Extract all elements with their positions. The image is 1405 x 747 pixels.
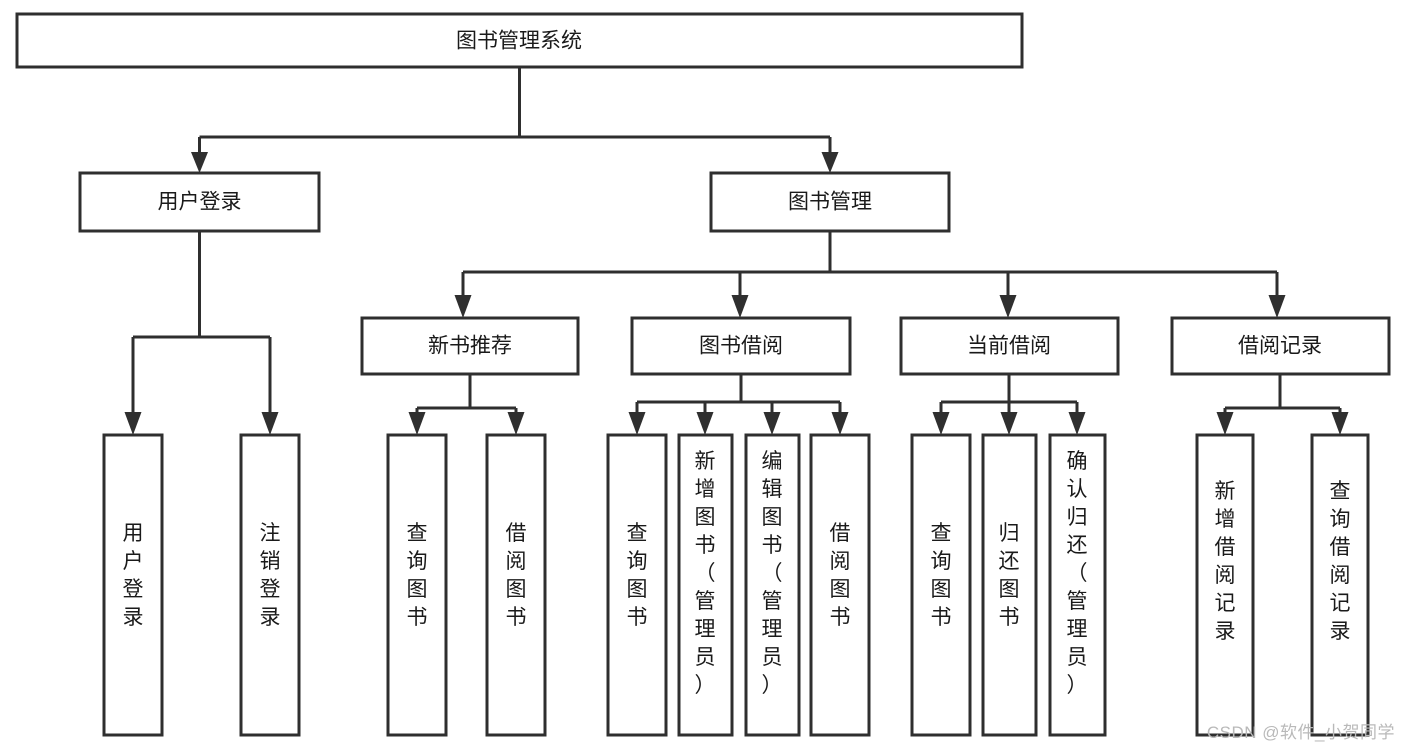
node-book-manage-box[interactable]: [709, 171, 951, 233]
node-user-login[interactable]: 用户登录: [78, 171, 321, 233]
arrowhead-leaf-add-book: [696, 412, 714, 435]
node-leaf-add-record[interactable]: 新增借阅记录: [1195, 433, 1255, 737]
node-leaf-borrow-book-1-label: 借阅图书: [506, 522, 527, 629]
arrowhead-leaf-user-logout: [261, 412, 279, 435]
node-leaf-confirm-return[interactable]: 确认归还（管理员）: [1048, 433, 1107, 737]
node-leaf-borrow-book-1-box[interactable]: [485, 433, 547, 737]
node-current-borrow-label: 当前借阅: [967, 335, 1051, 358]
arrowhead-leaf-query-book-3: [932, 412, 950, 435]
arrowhead-borrow-record: [1268, 295, 1286, 318]
node-root[interactable]: 图书管理系统: [15, 12, 1024, 69]
node-borrow-record-box[interactable]: [1170, 316, 1391, 376]
node-leaf-user-logout-box[interactable]: [239, 433, 301, 737]
node-current-borrow[interactable]: 当前借阅: [899, 316, 1120, 376]
node-leaf-add-record-label: 新增借阅记录: [1215, 480, 1236, 643]
arrowhead-leaf-borrow-book-2: [831, 412, 849, 435]
node-leaf-query-book-1-box[interactable]: [386, 433, 448, 737]
node-leaf-return-book-label: 归还图书: [999, 522, 1020, 629]
node-leaf-borrow-book-2[interactable]: 借阅图书: [809, 433, 871, 737]
arrowhead-leaf-edit-book: [763, 412, 781, 435]
node-leaf-query-book-3[interactable]: 查询图书: [910, 433, 972, 737]
arrowhead-user-login: [191, 152, 208, 173]
node-leaf-query-record-label: 查询借阅记录: [1330, 480, 1351, 643]
node-book-manage[interactable]: 图书管理: [709, 171, 951, 233]
arrowhead-book-borrow: [731, 295, 749, 318]
node-leaf-query-book-3-box[interactable]: [910, 433, 972, 737]
arrowhead-leaf-return-book: [1000, 412, 1018, 435]
node-book-borrow-label: 图书借阅: [699, 335, 783, 358]
node-leaf-query-book-2[interactable]: 查询图书: [606, 433, 668, 737]
node-leaf-query-book-1-label: 查询图书: [407, 522, 428, 629]
node-leaf-user-logout-label: 注销登录: [260, 522, 281, 629]
arrowhead-leaf-add-record: [1216, 412, 1234, 435]
arrowhead-book-manage: [821, 152, 839, 173]
node-borrow-record[interactable]: 借阅记录: [1170, 316, 1391, 376]
node-leaf-edit-book-label: 编辑图书（管理员）: [762, 450, 783, 697]
arrowhead-leaf-user-login: [124, 412, 142, 435]
node-leaf-return-book[interactable]: 归还图书: [981, 433, 1038, 737]
arrowhead-current-borrow: [999, 295, 1017, 318]
node-borrow-record-label: 借阅记录: [1238, 335, 1322, 358]
arrowhead-new-book-rec: [454, 295, 472, 318]
node-leaf-user-login[interactable]: 用户登录: [102, 433, 164, 737]
node-leaf-return-book-box[interactable]: [981, 433, 1038, 737]
node-leaf-borrow-book-1[interactable]: 借阅图书: [485, 433, 547, 737]
node-leaf-query-record-box[interactable]: [1310, 433, 1370, 737]
node-leaf-borrow-book-2-box[interactable]: [809, 433, 871, 737]
node-leaf-query-book-3-label: 查询图书: [931, 522, 952, 629]
node-leaf-edit-book-box[interactable]: [744, 433, 801, 737]
node-leaf-add-record-box[interactable]: [1195, 433, 1255, 737]
node-leaf-user-login-label: 用户登录: [123, 522, 144, 629]
node-book-borrow-box[interactable]: [630, 316, 852, 376]
arrowhead-leaf-query-book-1: [408, 412, 426, 435]
connector-layer: [124, 67, 1349, 435]
node-user-login-label: 用户登录: [158, 191, 242, 214]
node-leaf-query-book-2-label: 查询图书: [627, 522, 648, 629]
node-leaf-user-logout[interactable]: 注销登录: [239, 433, 301, 737]
arrowhead-leaf-confirm-return: [1068, 412, 1086, 435]
node-leaf-add-book-label: 新增图书（管理员）: [695, 450, 716, 697]
arrowhead-leaf-query-record: [1331, 412, 1349, 435]
node-user-login-box[interactable]: [78, 171, 321, 233]
node-leaf-query-record[interactable]: 查询借阅记录: [1310, 433, 1370, 737]
node-leaf-query-book-2-box[interactable]: [606, 433, 668, 737]
node-leaf-confirm-return-label: 确认归还（管理员）: [1067, 450, 1088, 697]
node-leaf-confirm-return-box[interactable]: [1048, 433, 1107, 737]
node-leaf-edit-book[interactable]: 编辑图书（管理员）: [744, 433, 801, 737]
node-new-book-rec[interactable]: 新书推荐: [360, 316, 580, 376]
node-leaf-borrow-book-2-label: 借阅图书: [830, 522, 851, 629]
node-book-manage-label: 图书管理: [788, 191, 872, 214]
arrowhead-leaf-borrow-book-1: [507, 412, 525, 435]
node-leaf-user-login-box[interactable]: [102, 433, 164, 737]
node-leaf-query-book-1[interactable]: 查询图书: [386, 433, 448, 737]
node-root-box[interactable]: [15, 12, 1024, 69]
node-leaf-add-book-box[interactable]: [677, 433, 734, 737]
node-root-label: 图书管理系统: [456, 30, 582, 53]
node-new-book-rec-label: 新书推荐: [428, 335, 512, 358]
node-current-borrow-box[interactable]: [899, 316, 1120, 376]
node-new-book-rec-box[interactable]: [360, 316, 580, 376]
node-leaf-add-book[interactable]: 新增图书（管理员）: [677, 433, 734, 737]
arrowhead-leaf-query-book-2: [628, 412, 646, 435]
node-book-borrow[interactable]: 图书借阅: [630, 316, 852, 376]
